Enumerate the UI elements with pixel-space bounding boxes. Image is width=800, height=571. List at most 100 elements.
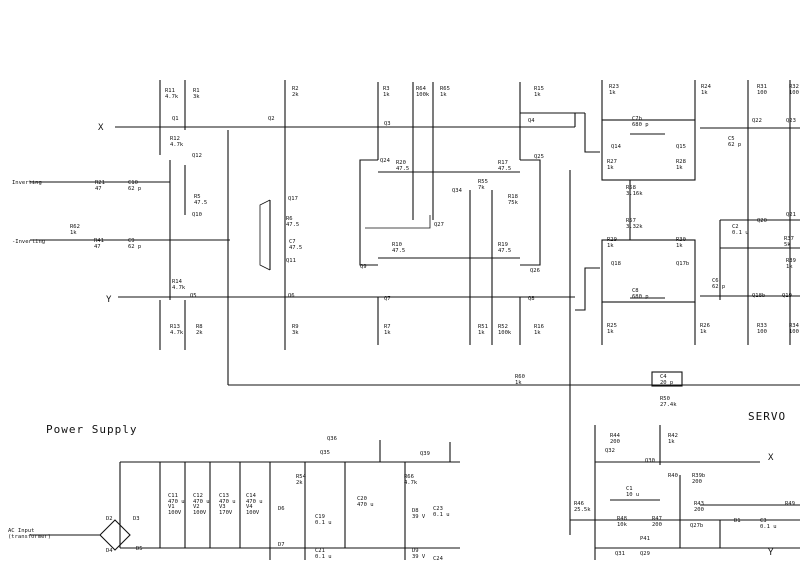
component-q1: Q1	[172, 116, 179, 122]
component-value: 1k	[676, 165, 683, 171]
component-value: 100V	[168, 510, 182, 516]
component-q12: Q12	[192, 153, 202, 159]
component-r39: R39	[786, 258, 796, 264]
component-r51: R51	[478, 324, 488, 330]
component-value: 1k	[676, 243, 683, 249]
component-r50: R50	[660, 396, 670, 402]
component-r25: R25	[607, 323, 617, 329]
component-r30: R30	[676, 237, 686, 243]
component-v2: V2	[193, 504, 200, 510]
component-value: 0.1 u	[315, 554, 332, 560]
component-value: 1k	[668, 439, 675, 445]
component-r27: R27	[607, 159, 617, 165]
component-r44: R44	[610, 433, 621, 439]
component-value: 4.7k	[170, 330, 184, 336]
component-r19: R19	[498, 242, 508, 248]
component-value: 47.5	[498, 166, 511, 172]
component-value: 200	[652, 522, 662, 528]
component-v3: V3	[219, 504, 226, 510]
component-q7: Q7	[384, 296, 391, 302]
component-c20: C20	[357, 496, 367, 502]
component-value: 3k	[292, 330, 299, 336]
component-c11: C11	[168, 493, 178, 499]
component-d8: D8	[412, 508, 419, 514]
component-value: 1k	[440, 92, 447, 98]
component-value: 2k	[292, 92, 299, 98]
component-q3: Q3	[384, 121, 391, 127]
component-value: 100	[757, 90, 767, 96]
component-q20: Q20	[757, 218, 767, 224]
component-value: 0.1 u	[760, 524, 777, 530]
component-value: 47.5	[498, 248, 511, 254]
component-c1: C1	[626, 486, 633, 492]
component-value: 1k	[534, 92, 541, 98]
component-r33: R33	[757, 323, 767, 329]
signal-rails	[115, 112, 800, 535]
component-q19: Q19	[782, 293, 792, 299]
component-c2: C2	[732, 224, 739, 230]
component-value: 3.16k	[626, 191, 643, 197]
component-value: 2k	[196, 330, 203, 336]
component-value: 470 u	[168, 499, 185, 505]
component-value: 100k	[498, 330, 512, 336]
component-c13: C13	[219, 493, 229, 499]
component-r66: R66	[404, 474, 414, 480]
component-value: 1k	[607, 329, 614, 335]
component-value: 75k	[508, 200, 519, 206]
component-r60: R60	[515, 374, 525, 380]
component-q8: Q8	[528, 296, 535, 302]
component-value: 2k	[296, 480, 303, 486]
component-r12: R12	[170, 136, 180, 142]
component-value: 3k	[193, 94, 200, 100]
component-value: 680 p	[632, 294, 649, 300]
component-c5: C5	[728, 136, 735, 142]
component-r23: R23	[609, 84, 619, 90]
component-value: 470 u	[219, 499, 236, 505]
component-r49: R49	[785, 501, 795, 507]
component-r28: R28	[676, 159, 686, 165]
component-c12: C12	[193, 493, 203, 499]
component-r55: R55	[478, 179, 488, 185]
component-q27b: Q27b	[690, 523, 703, 529]
component-value: 20 p	[660, 380, 673, 386]
component-d9: D9	[412, 548, 419, 554]
component-v1: V1	[168, 504, 175, 510]
component-value: 1k	[478, 330, 485, 336]
component-c10: C10	[128, 180, 138, 186]
component-r18: R18	[508, 194, 518, 200]
component-value: 170V	[219, 510, 233, 516]
component-q11: Q11	[286, 258, 296, 264]
component-c14: C14	[246, 493, 257, 499]
component-c24: C24	[433, 556, 444, 562]
component-value: 1k	[607, 165, 614, 171]
component-q39: Q39	[420, 451, 430, 457]
component-c3: C3	[760, 518, 767, 524]
component-value: 200	[610, 439, 620, 445]
component-r42: R42	[668, 433, 678, 439]
ac-input-sublabel: (transformer)	[8, 534, 51, 540]
component-r9: R9	[292, 324, 299, 330]
component-value: 200	[694, 507, 704, 513]
component-r31: R31	[757, 84, 767, 90]
component-r65: R65	[440, 86, 450, 92]
component-q25: Q25	[534, 154, 544, 160]
component-r20: R20	[396, 160, 406, 166]
component-q10: Q10	[192, 212, 202, 218]
component-value: 39 V	[412, 554, 426, 560]
component-r54: R54	[296, 474, 307, 480]
component-q35: Q35	[320, 450, 330, 456]
component-q17b: Q17b	[676, 261, 689, 267]
component-r43: R43	[694, 501, 704, 507]
component-value: 0.1 u	[433, 512, 450, 518]
component-value: 27.4k	[660, 402, 677, 408]
component-r58: R58	[626, 185, 636, 191]
component-c8: C8	[632, 288, 639, 294]
component-value: 100k	[416, 92, 430, 98]
component-q23: Q23	[786, 118, 796, 124]
component-c7: C7	[289, 239, 296, 245]
component-c6: C6	[712, 278, 719, 284]
component-p41: P41	[640, 536, 650, 542]
component-q24: Q24	[380, 158, 391, 164]
component-d7: D7	[278, 542, 285, 548]
component-r3: R3	[383, 86, 390, 92]
